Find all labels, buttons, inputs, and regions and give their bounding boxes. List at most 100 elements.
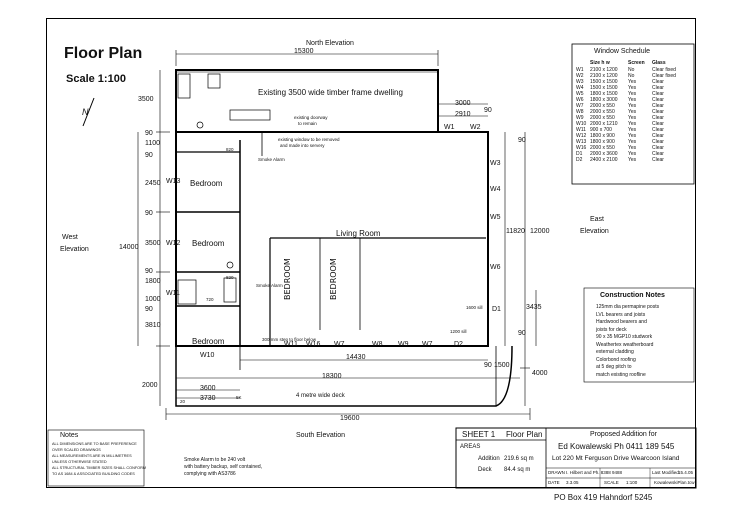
window-schedule-cell: Clear <box>652 85 664 91</box>
dim-12000: 12000 <box>530 228 550 235</box>
window-schedule-cell: Yes <box>628 133 637 139</box>
doorway-note-2: to remain <box>298 121 317 126</box>
window-schedule-cell: Yes <box>628 127 637 133</box>
plan-scale: Scale 1:100 <box>66 73 126 85</box>
construction-note-line: LVL bearers and joists <box>596 311 646 318</box>
window-removed-note-2: and made into servery <box>280 143 325 148</box>
dim-3600: 3600 <box>200 385 216 392</box>
window-schedule-cell: Clear fixed <box>652 67 676 73</box>
doorway-note-1: existing doorway <box>294 115 328 120</box>
scale-label: SCALE <box>604 480 619 485</box>
dim-90-right-c: 90 <box>518 330 526 337</box>
bath-fixture <box>177 73 191 99</box>
note-line: ALL MEASUREMENTS ARE IN MILLIMETRES <box>52 454 132 458</box>
window-schedule-cell: 2000 x 550 <box>590 115 615 121</box>
last-modified-label: Last Modified <box>652 470 679 475</box>
drawn-by: I. Hilbert and Ph. 8388 9488 <box>566 470 623 475</box>
window-schedule-cell: W10 <box>576 121 587 127</box>
drawing-sheet-border <box>46 18 696 488</box>
window-schedule-cell: Yes <box>628 103 637 109</box>
construction-note-line: 125mm dia permapine posts <box>596 304 660 310</box>
window-removed-note-1: existing window to be removed <box>278 137 340 142</box>
window-schedule-cell: 1800 x 3000 <box>590 97 618 103</box>
dim-3500-left: 3500 <box>138 96 154 103</box>
window-schedule-cell: Clear <box>652 115 664 121</box>
window-schedule-cell: 1500 x 1500 <box>590 79 618 85</box>
notes-title: Notes <box>60 432 79 439</box>
window-schedule-cell: Clear <box>652 127 664 133</box>
addition-label: Addition <box>478 456 500 462</box>
dim-4000: 4000 <box>532 370 548 377</box>
window-schedule-cell: W5 <box>576 91 584 97</box>
dim-90-right-b: 90 <box>518 137 526 144</box>
window-schedule-cell: Clear <box>652 103 664 109</box>
po-box: PO Box 419 Hahndorf 5245 <box>554 493 653 502</box>
window-schedule-cell: Clear <box>652 157 664 163</box>
date-value: 3.3.05 <box>566 480 579 485</box>
window-tag-w7-south: W7 <box>422 341 433 348</box>
window-schedule-cell: Yes <box>628 79 637 85</box>
sill-note-1200: 1200 sill <box>450 329 467 334</box>
window-schedule-cell: W11 <box>576 127 586 133</box>
note-line: OVER SCALED DRAWINGS <box>52 448 101 452</box>
window-tag-w11-south: W11 <box>284 341 298 348</box>
dim-14430: 14430 <box>346 354 366 361</box>
window-tag-w5: W5 <box>490 214 501 221</box>
deck-label: 4 metre wide deck <box>296 393 345 399</box>
window-schedule-cell: Yes <box>628 115 637 121</box>
window-schedule-cell: Clear <box>652 145 664 151</box>
window-schedule-cell: W8 <box>576 109 584 115</box>
window-tag-w4: W4 <box>490 186 501 193</box>
plan-title: Floor Plan <box>64 45 143 62</box>
west-elevation-label-1: West <box>62 234 78 241</box>
dim-2450: 2450 <box>145 180 161 187</box>
window-schedule-cell: Yes <box>628 157 637 163</box>
living-room-label: Living Room <box>336 229 381 238</box>
window-schedule-cell: Clear <box>652 91 664 97</box>
construction-note-line: external cladding <box>596 349 634 355</box>
window-schedule-cell: Clear <box>652 97 664 103</box>
deck-area-label: Deck <box>478 467 492 473</box>
window-tag-w3: W3 <box>490 160 501 167</box>
window-schedule-title: Window Schedule <box>594 48 651 55</box>
south-elevation-label: South Elevation <box>296 432 346 439</box>
window-schedule-cell: Yes <box>628 121 637 127</box>
window-schedule-header: Size h w Screen Glass <box>576 60 692 66</box>
dim-1500: 1500 <box>494 362 510 369</box>
ws-header-col: Glass <box>652 60 666 66</box>
deck-area: 84.4 sq m <box>504 467 531 473</box>
dim-3000: 3000 <box>455 100 471 107</box>
dim-90-left-e: 90 <box>145 306 153 313</box>
bedroom-label-1: Bedroom <box>190 179 223 188</box>
dim-3500-left-b: 3500 <box>145 240 161 247</box>
window-tag-d1: D1 <box>492 306 501 313</box>
window-schedule-cell: W7 <box>576 103 584 109</box>
window-schedule-cell: 2000 x 3600 <box>590 151 618 157</box>
east-elevation-label-2: Elevation <box>580 228 609 235</box>
sheet-number: SHEET 1 <box>462 430 496 439</box>
construction-note-line: Hardwood bearers and <box>596 319 647 325</box>
last-modified-date: 15.4.05 <box>678 470 694 475</box>
window-schedule-cell: 1800 x 900 <box>590 133 615 139</box>
dim-90-right-a: 90 <box>484 107 492 114</box>
sheet-title: Floor Plan <box>506 430 543 439</box>
window-schedule-cell: Clear fixed <box>652 73 676 79</box>
window-tag-w9: W9 <box>398 341 409 348</box>
addition-area: 219.6 sq m <box>504 456 534 462</box>
window-schedule-cell: 1800 x 900 <box>590 139 615 145</box>
window-tag-w7: W7 <box>334 341 345 348</box>
window-schedule-cell: Yes <box>628 85 637 91</box>
existing-dwelling-label: Existing 3500 wide timber frame dwelling <box>258 88 403 97</box>
ws-header-col <box>576 60 590 66</box>
construction-note-line: Weathertex weatherboard <box>596 341 654 348</box>
client-name: Ed Kowalewski Ph 0411 189 545 <box>558 442 675 451</box>
window-tag-w6: W6 <box>490 264 501 271</box>
smoke-note-2: with battery backup, self contained, <box>184 464 263 470</box>
window-schedule-cell: No <box>628 67 635 73</box>
